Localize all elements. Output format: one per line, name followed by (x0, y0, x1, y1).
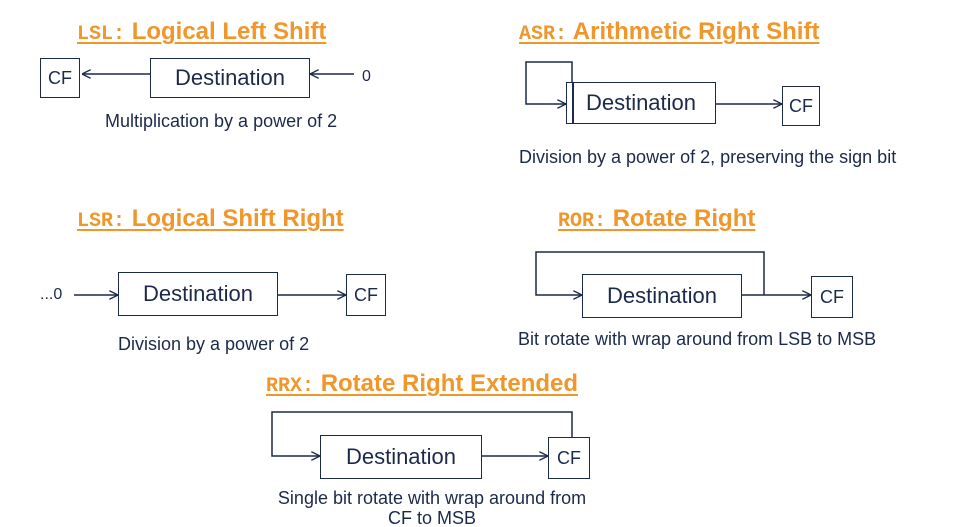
lsl-destination-box: Destination (150, 58, 310, 98)
lsl-mnemonic: LSL: (77, 23, 126, 46)
rrx-caption: Single bit rotate with wrap around from … (277, 488, 587, 527)
lsl-title-text: Logical Left Shift (131, 18, 327, 45)
asr-mnemonic: ASR: (519, 23, 568, 46)
ror-wrap-loop (535, 251, 765, 295)
ror-mnemonic: ROR: (558, 210, 607, 233)
rrx-wrap-loop (271, 411, 573, 456)
rrx-cf-box: CF (548, 437, 590, 479)
lsr-zero-input: ...0 (40, 286, 63, 303)
lsl-cf-box: CF (40, 58, 80, 98)
lsr-caption: Division by a power of 2 (118, 334, 310, 354)
ror-cf-box: CF (811, 276, 853, 318)
asr-sign-bit-divider (572, 82, 574, 124)
ror-caption: Bit rotate with wrap around from LSB to … (518, 329, 877, 349)
lsr-destination-box: Destination (118, 272, 278, 316)
asr-title-text: Arithmetic Right Shift (572, 18, 820, 45)
asr-destination-box: Destination (566, 82, 716, 124)
asr-caption: Division by a power of 2, preserving the… (519, 147, 897, 167)
asr-title: ASR: Arithmetic Right Shift (519, 18, 819, 49)
rrx-title-text: Rotate Right Extended (320, 370, 579, 397)
ror-title-text: Rotate Right (612, 205, 756, 232)
ror-title: ROR: Rotate Right (558, 205, 755, 236)
asr-cf-box: CF (782, 86, 820, 126)
lsl-title: LSL: Logical Left Shift (77, 18, 326, 49)
lsl-zero-input: 0 (362, 68, 371, 85)
rrx-title: RRX: Rotate Right Extended (266, 370, 578, 401)
lsr-title: LSR: Logical Shift Right (77, 205, 344, 236)
lsr-title-text: Logical Shift Right (131, 205, 344, 232)
lsr-mnemonic: LSR: (77, 210, 126, 233)
asr-sign-loop (525, 61, 573, 104)
ror-destination-box: Destination (582, 274, 742, 318)
rrx-destination-box: Destination (320, 435, 482, 479)
lsr-cf-box: CF (346, 274, 386, 316)
rrx-mnemonic: RRX: (266, 375, 315, 398)
lsl-caption: Multiplication by a power of 2 (105, 111, 338, 131)
